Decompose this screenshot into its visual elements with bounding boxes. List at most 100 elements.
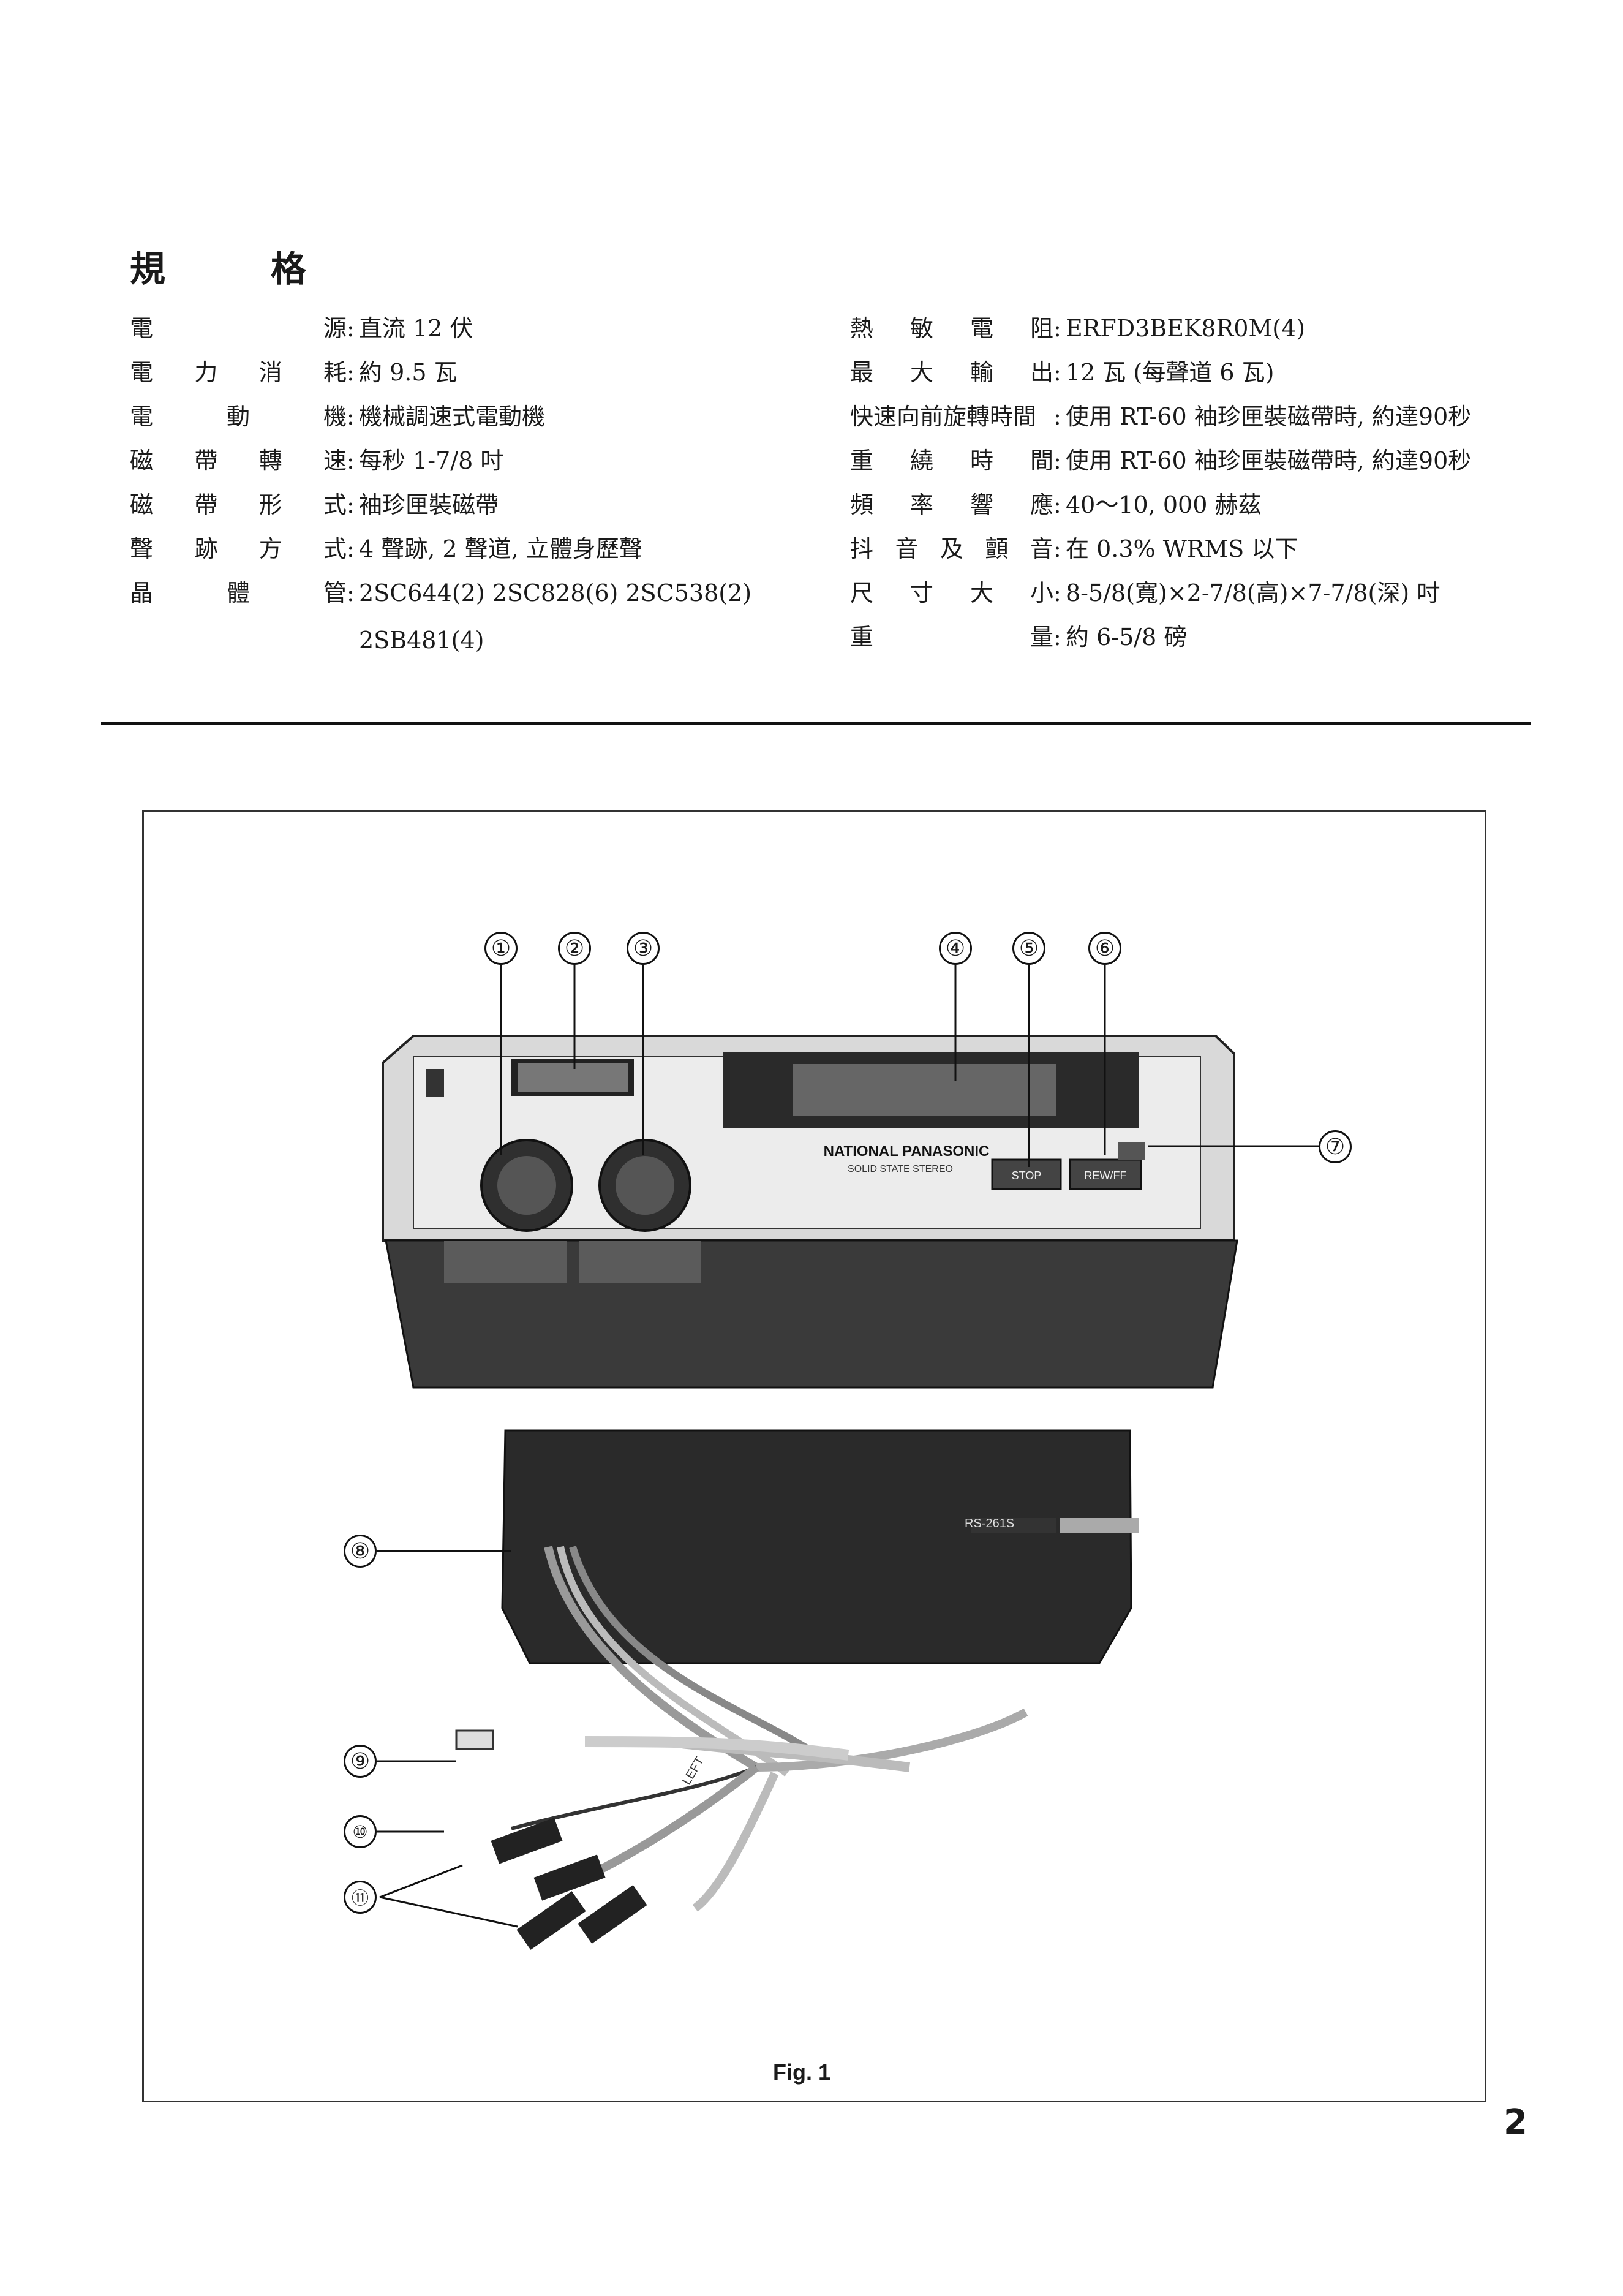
label-char: 晶 bbox=[130, 580, 154, 606]
section-divider bbox=[101, 722, 1531, 725]
tape-player-top: RS-261S LEFT bbox=[455, 1429, 1139, 1950]
callout-8: ⑧ bbox=[344, 1535, 377, 1568]
spec-label: 快速向前旋轉時間 bbox=[850, 398, 1053, 431]
label-char: 重 bbox=[850, 447, 874, 474]
colon: : bbox=[347, 403, 355, 430]
label-char: 阻 bbox=[1030, 315, 1053, 342]
label-char: 音 bbox=[1030, 535, 1053, 562]
label-char: 熱 bbox=[850, 315, 874, 342]
spec-value: 機械調速式電動機 bbox=[359, 403, 546, 430]
label-char: 寸 bbox=[909, 580, 933, 606]
callout-6: ⑥ bbox=[1088, 932, 1121, 965]
label-char: 轉 bbox=[258, 447, 282, 474]
label-char: 帶 bbox=[194, 491, 218, 518]
spec-row: 頻 率 響 應 : 40～10, 000 赫茲 bbox=[850, 486, 1554, 530]
callout-11: ⑪ bbox=[344, 1881, 377, 1914]
label-char: 抖 bbox=[850, 535, 874, 562]
label-char: 電 bbox=[130, 315, 154, 342]
spec-label: 重 量 bbox=[850, 618, 1053, 652]
callout-10: ⑩ bbox=[344, 1815, 377, 1848]
spec-label: 晶 體 管 bbox=[130, 574, 347, 608]
colon: : bbox=[347, 535, 355, 562]
spec-row: 抖 音 及 顫 音 : 在 0.3% WRMS 以下 bbox=[850, 530, 1554, 574]
callout-9: ⑨ bbox=[344, 1745, 377, 1778]
stop-button-graphic bbox=[991, 1158, 1062, 1190]
spec-label: 最 大 輸 出 bbox=[850, 353, 1053, 387]
eject-lever bbox=[1118, 1142, 1145, 1160]
subbrand-text: SOLID STATE STEREO bbox=[848, 1164, 953, 1174]
spec-value: 約 6-5/8 磅 bbox=[1066, 624, 1188, 651]
spec-label: 電 力 消 耗 bbox=[130, 353, 347, 387]
spec-value: 4 聲跡, 2 聲道, 立體身歷聲 bbox=[359, 535, 642, 562]
spec-row: 重 繞 時 間 : 使用 RT-60 袖珍匣裝磁帶時, 約達90秒 bbox=[850, 442, 1554, 486]
spec-value-continued: 2SB481(4) bbox=[359, 627, 484, 654]
label-char: 敏 bbox=[909, 315, 933, 342]
label-char: 小 bbox=[1030, 580, 1053, 606]
label-char: 方 bbox=[258, 535, 282, 562]
spec-value: 直流 12 伏 bbox=[359, 315, 473, 342]
label-char: 出 bbox=[1030, 359, 1053, 386]
specs-right: 熱 敏 電 阻 : ERFD3BEK8R0M(4) 最 大 輸 出 : 12 瓦… bbox=[850, 309, 1554, 662]
label-char: 聲 bbox=[130, 535, 154, 562]
colon: : bbox=[347, 359, 355, 386]
spec-label: 電 動 機 bbox=[130, 398, 347, 431]
rew-ff-text: REW/FF bbox=[1085, 1169, 1127, 1182]
label-char: 磁 bbox=[130, 491, 154, 518]
spec-value: 使用 RT-60 袖珍匣裝磁帶時, 約達90秒 bbox=[1066, 403, 1472, 430]
label-char: 間 bbox=[1030, 447, 1053, 474]
label-char: 率 bbox=[909, 491, 933, 518]
callout-5: ⑤ bbox=[1012, 932, 1045, 965]
label-char: 快速向前旋轉時間 bbox=[850, 403, 1037, 430]
label-char: 帶 bbox=[194, 447, 218, 474]
spec-row: 磁 帶 形 式 : 袖珍匣裝磁帶 bbox=[130, 486, 773, 530]
label-char: 形 bbox=[258, 491, 282, 518]
colon: : bbox=[1053, 491, 1061, 518]
specs-left: 電 源 : 直流 12 伏 電 力 消 耗 : 約 9.5 瓦 電 動 機 : … bbox=[130, 309, 773, 662]
label-char: 響 bbox=[970, 491, 993, 518]
colon: : bbox=[1053, 403, 1061, 430]
cable-label: LEFT bbox=[680, 1754, 707, 1787]
spec-value: 40～10, 000 赫茲 bbox=[1066, 491, 1262, 518]
spec-row: 熱 敏 電 阻 : ERFD3BEK8R0M(4) bbox=[850, 309, 1554, 353]
spec-label: 電 源 bbox=[130, 309, 347, 343]
label-char: 式 bbox=[323, 491, 347, 518]
colon: : bbox=[347, 491, 355, 518]
colon: : bbox=[1053, 535, 1061, 562]
label-char: 跡 bbox=[194, 535, 218, 562]
rca-plug bbox=[533, 1854, 606, 1901]
spec-row: 晶 體 管 : 2SC644(2) 2SC828(6) 2SC538(2) bbox=[130, 574, 773, 618]
spec-row: 聲 跡 方 式 : 4 聲跡, 2 聲道, 立體身歷聲 bbox=[130, 530, 773, 574]
spec-label: 磁 帶 形 式 bbox=[130, 486, 347, 519]
colon: : bbox=[1053, 624, 1061, 651]
spec-value: 使用 RT-60 袖珍匣裝磁帶時, 約達90秒 bbox=[1066, 447, 1472, 474]
label-char: 源 bbox=[323, 315, 347, 342]
callout-1: ① bbox=[484, 932, 518, 965]
label-char: 應 bbox=[1030, 491, 1053, 518]
label-char: 電 bbox=[130, 403, 154, 430]
label-char: 耗 bbox=[323, 359, 347, 386]
tape-player-front: NATIONAL PANASONIC SOLID STATE STEREO ST… bbox=[382, 1035, 1238, 1389]
label-char: 消 bbox=[258, 359, 282, 386]
page-title: 規格 bbox=[130, 240, 306, 292]
stop-text: STOP bbox=[1012, 1169, 1042, 1182]
brand-text: NATIONAL PANASONIC bbox=[824, 1143, 990, 1160]
label-char: 量 bbox=[1030, 624, 1053, 651]
label-char: 音 bbox=[895, 535, 919, 562]
title-char-2: 格 bbox=[271, 248, 307, 290]
spec-row: 電 源 : 直流 12 伏 bbox=[130, 309, 773, 353]
colon: : bbox=[1053, 359, 1061, 386]
spec-row: 尺 寸 大 小 : 8-5/8(寬)×2-7/8(高)×7-7/8(深) 吋 bbox=[850, 574, 1554, 618]
callout-2: ② bbox=[558, 932, 591, 965]
callout-7: ⑦ bbox=[1319, 1130, 1352, 1163]
spec-value: 12 瓦 (每聲道 6 瓦) bbox=[1066, 359, 1275, 386]
rew-ff-button-graphic bbox=[1069, 1158, 1142, 1190]
logo-badge bbox=[426, 1069, 444, 1097]
rca-plug bbox=[516, 1891, 586, 1950]
colon: : bbox=[1053, 447, 1061, 474]
spec-value: ERFD3BEK8R0M(4) bbox=[1066, 315, 1306, 342]
spec-row: 快速向前旋轉時間 : 使用 RT-60 袖珍匣裝磁帶時, 約達90秒 bbox=[850, 398, 1554, 442]
spec-label: 重 繞 時 間 bbox=[850, 442, 1053, 475]
rca-plug bbox=[578, 1885, 647, 1944]
callout-3: ③ bbox=[627, 932, 660, 965]
label-char: 大 bbox=[909, 359, 933, 386]
